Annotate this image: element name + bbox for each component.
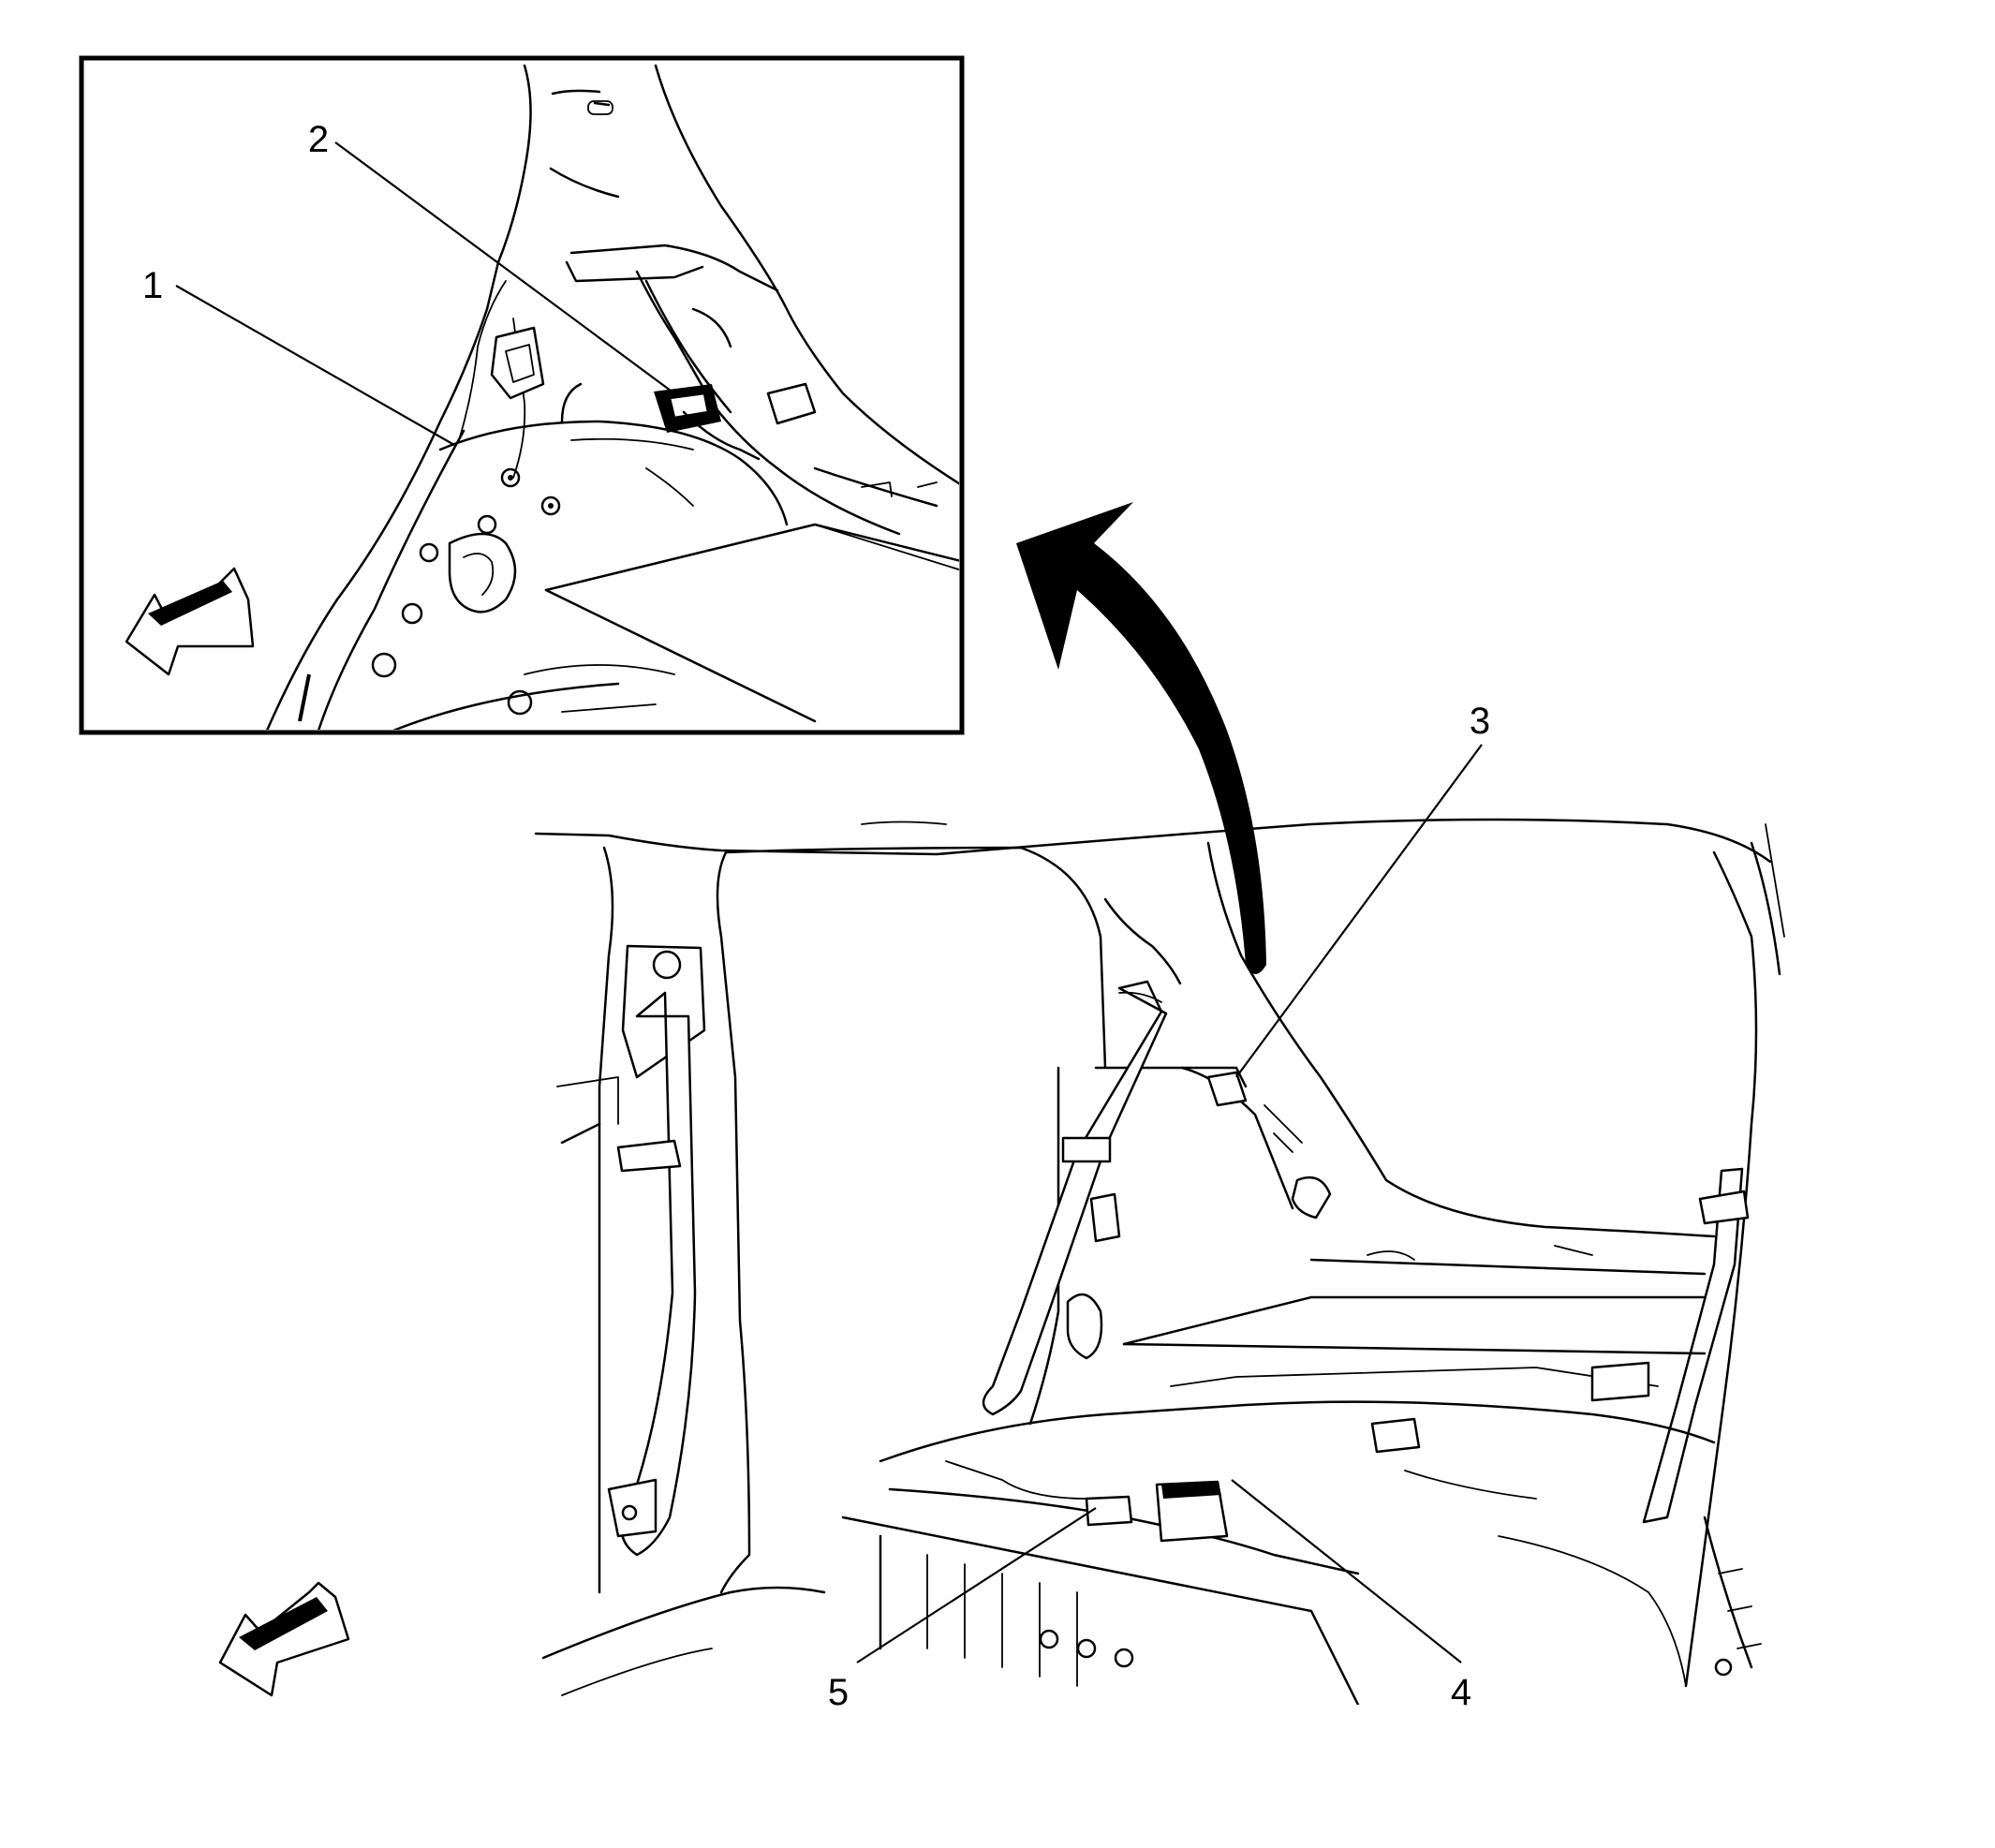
main-view	[218, 818, 1785, 1705]
curved-detail-arrow-icon	[1016, 502, 1266, 974]
leader-4	[1231, 1479, 1462, 1663]
leader-1	[175, 285, 455, 446]
callout-4: 4	[1451, 1672, 1471, 1713]
callout-labels: 1 2 3 4 5	[142, 119, 1490, 1713]
leader-5	[856, 1507, 1097, 1663]
detail-inset	[79, 55, 965, 735]
callout-1: 1	[142, 265, 163, 306]
callout-3: 3	[1470, 701, 1490, 742]
main-forward-direction-arrow-icon	[218, 1581, 350, 1697]
main-vehicle-interior-drawing	[534, 818, 1785, 1705]
inset-forward-direction-arrow-icon	[125, 567, 255, 676]
callout-leaders	[175, 141, 1483, 1663]
leader-2	[334, 141, 675, 394]
inset-d-pillar-drawing	[266, 64, 959, 730]
callout-5: 5	[828, 1672, 849, 1713]
leader-3	[1235, 744, 1483, 1078]
callout-2: 2	[308, 119, 329, 160]
